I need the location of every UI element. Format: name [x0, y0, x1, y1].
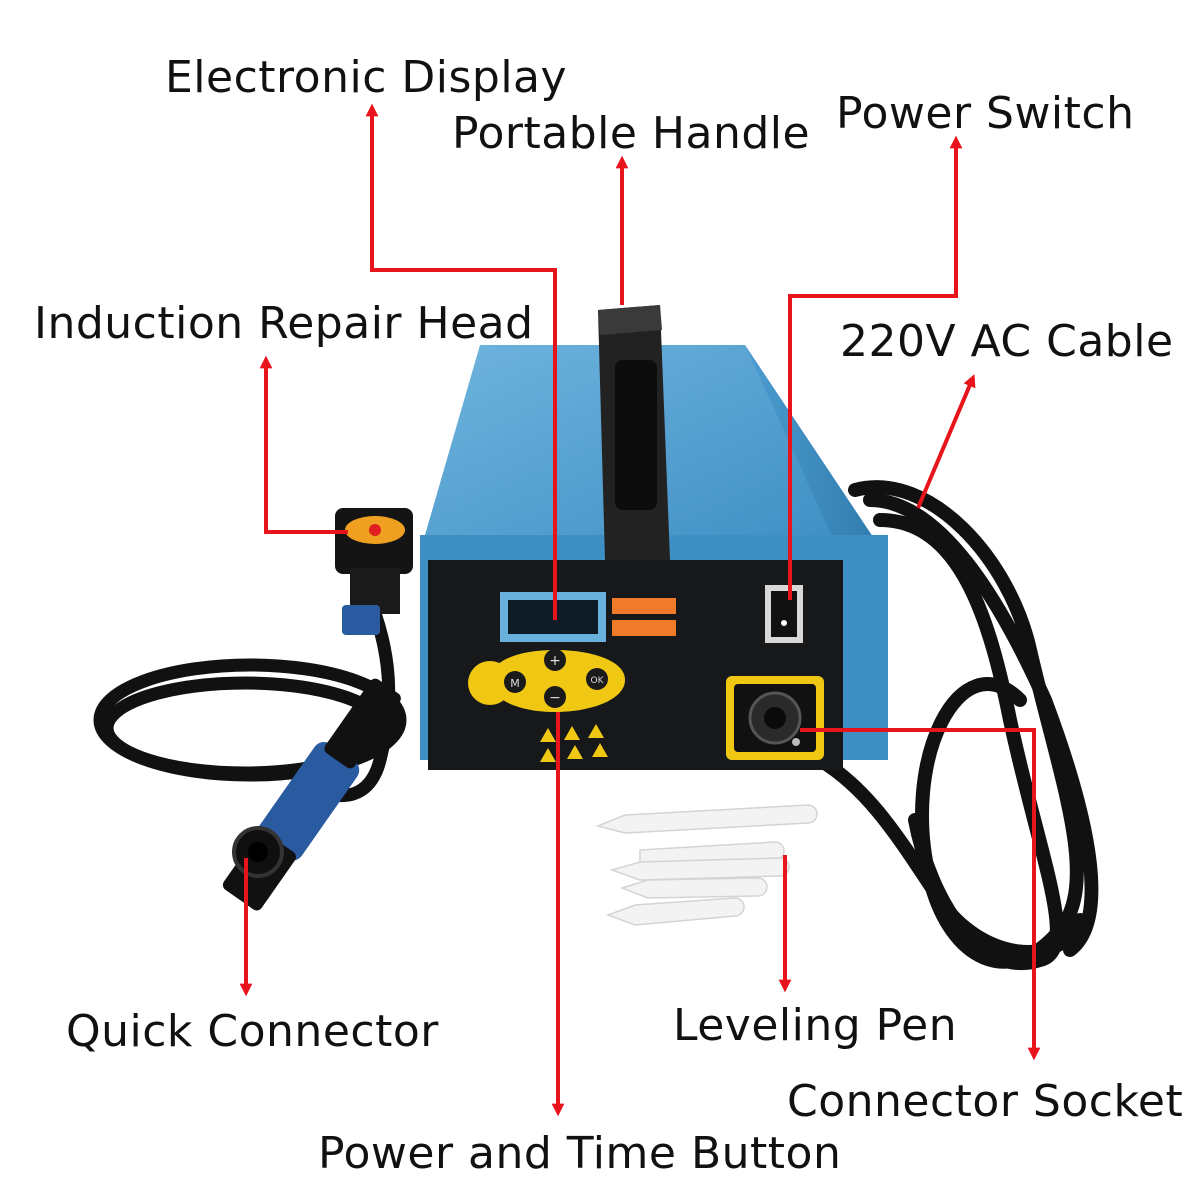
warning-icon: [540, 728, 556, 742]
ok-button[interactable]: [586, 668, 608, 690]
quick-connector: [222, 678, 401, 911]
mode-button[interactable]: [504, 671, 526, 693]
label-connector-socket: Connector Socket: [787, 1076, 1184, 1127]
label-leveling-pen: Leveling Pen: [673, 1000, 958, 1051]
label-portable-handle: Portable Handle: [452, 108, 811, 159]
portable-handle: [598, 305, 670, 560]
power-switch[interactable]: [765, 585, 803, 643]
warning-icon: [592, 743, 608, 757]
label-power-time-button: Power and Time Button: [318, 1128, 842, 1179]
arrow-connector-socket: [800, 728, 1041, 1061]
keypad: + − M OK: [468, 649, 625, 712]
orange-strip: [612, 598, 676, 614]
label-quick-connector: Quick Connector: [66, 1006, 439, 1057]
connector-socket: [726, 676, 824, 760]
minus-button[interactable]: [544, 686, 566, 708]
minus-button-label: −: [549, 690, 561, 706]
plus-button[interactable]: [544, 649, 566, 671]
orange-strip: [612, 620, 676, 636]
label-power-switch: Power Switch: [836, 88, 1135, 139]
plus-button-label: +: [549, 653, 561, 669]
label-electronic-display: Electronic Display: [165, 52, 568, 103]
induction-repair-head: [335, 508, 413, 635]
warning-icon: [567, 745, 583, 759]
mode-button-label: M: [510, 677, 520, 690]
warning-icon: [564, 726, 580, 740]
ok-button-label: OK: [591, 676, 605, 686]
label-ac-cable: 220V AC Cable: [840, 316, 1174, 367]
warning-icons: [540, 724, 608, 762]
ac-cable: [813, 480, 1099, 971]
label-induction-repair-head: Induction Repair Head: [34, 298, 534, 349]
connector-cable: [93, 593, 407, 802]
arrow-induction-repair-head: [259, 355, 348, 534]
arrow-electronic-display: [365, 103, 557, 620]
annotation-arrows: [239, 103, 1041, 1117]
arrow-power-switch: [788, 135, 963, 600]
arrow-ac-cable: [916, 374, 976, 509]
warning-icon: [540, 748, 556, 762]
leveling-pens: [595, 804, 818, 926]
warning-icon: [588, 724, 604, 738]
